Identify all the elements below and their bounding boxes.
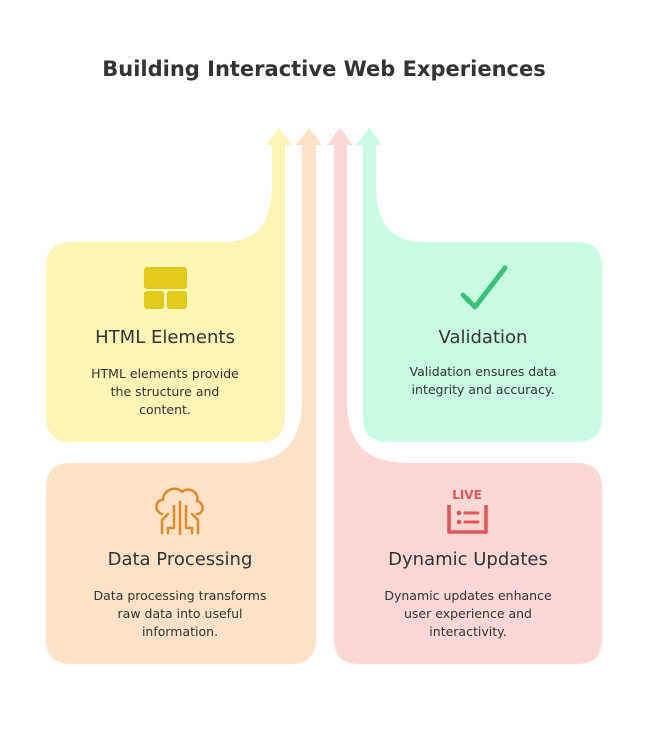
card-desc-line: Validation ensures data (410, 364, 557, 379)
card-desc-line: Data processing transforms (94, 588, 267, 603)
card-dynamic-updates: Dynamic Updates Dynamic updates enhance … (384, 549, 552, 639)
card-title: Validation (439, 327, 528, 348)
card-desc-line: HTML elements provide (91, 366, 239, 381)
card-desc-line: raw data into useful (118, 606, 243, 621)
live-label: LIVE (452, 488, 482, 502)
card-desc-line: Dynamic updates enhance (384, 588, 552, 603)
card-data-processing: Data Processing Data processing transfor… (94, 549, 267, 639)
card-data-processing-shape (46, 128, 322, 664)
check-icon (460, 265, 508, 310)
cloud-circuit-icon (155, 487, 204, 536)
card-desc-line: the structure and (111, 384, 220, 399)
live-list-icon: LIVE (447, 488, 488, 534)
card-desc-line: integrity and accuracy. (412, 382, 555, 397)
card-dynamic-updates-shape (327, 128, 602, 664)
card-desc-line: user experience and (404, 606, 532, 621)
diagram-title: Building Interactive Web Experiences (102, 57, 545, 81)
card-desc-line: information. (142, 624, 218, 639)
card-desc-line: interactivity. (429, 624, 506, 639)
card-validation-shape (356, 128, 602, 442)
layout-icon (144, 267, 187, 309)
card-desc-line: content. (139, 402, 191, 417)
card-title: Dynamic Updates (388, 549, 548, 570)
card-title: HTML Elements (95, 327, 235, 348)
card-validation: Validation Validation ensures data integ… (410, 327, 557, 397)
card-title: Data Processing (108, 549, 253, 570)
card-html-elements: HTML Elements HTML elements provide the … (91, 327, 239, 417)
